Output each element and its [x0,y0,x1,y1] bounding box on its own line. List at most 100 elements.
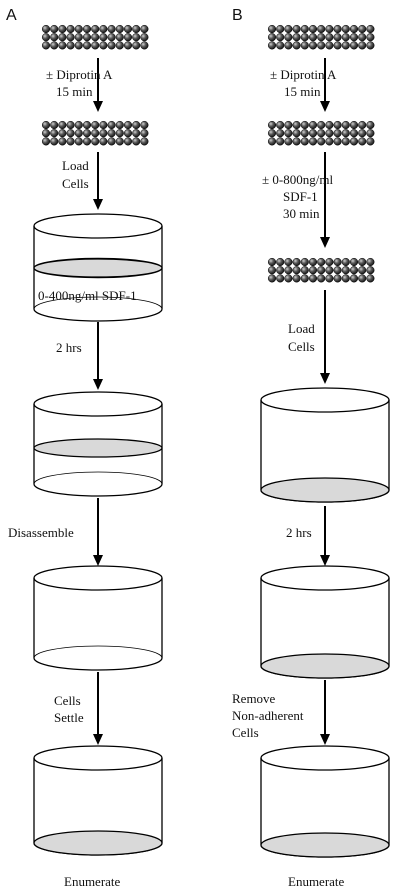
cell [284,266,293,275]
cell [123,24,133,34]
cell [300,274,309,283]
cell [50,41,59,50]
cell [276,24,285,34]
a-chamber-3 [33,565,163,671]
cell [325,24,334,34]
cell [91,41,100,50]
cell [74,41,83,50]
cell [276,33,285,42]
cell [66,137,75,146]
cell [74,120,83,130]
cell [308,33,318,42]
cell [66,24,75,34]
cell [349,41,359,50]
cell [140,24,149,34]
cell [284,274,293,283]
a-arrow-1 [93,58,103,112]
cell [366,257,375,267]
cell [341,137,350,146]
cell [308,120,318,130]
cell [317,129,326,138]
b-arrow-5 [320,680,330,745]
cell [132,129,141,138]
cell [267,129,277,138]
b-sdf-label: SDF-1 [283,189,318,204]
cell [317,120,326,130]
cell [91,129,100,138]
cell [58,120,67,130]
cup-rim [260,387,390,413]
cell [267,33,277,42]
cell [358,129,367,138]
cell [358,257,367,267]
cell [292,24,301,34]
cell [140,41,149,50]
cell [317,266,326,275]
cell [292,120,301,130]
b-cells-label: Cells [288,339,315,354]
cell [341,41,350,50]
cup-bottom-back [33,296,163,310]
cell [74,129,83,138]
a-enumerate-label: Enumerate [64,874,121,889]
cell [41,41,51,50]
b-load-label: Load [288,321,315,336]
arrow-head [320,373,330,384]
cell [366,33,375,42]
cell [107,129,116,138]
cell [140,120,149,130]
cup-wall [33,578,163,671]
cup-bottom-membrane [260,832,390,858]
cell [366,24,375,34]
cell [140,137,149,146]
cell [99,137,108,146]
b-chamber-2 [260,565,390,679]
cell [308,257,318,267]
cell [58,33,67,42]
arrow-head [93,379,103,390]
cell [140,33,149,42]
a-chamber-1-membrane [33,258,163,278]
a-arrow-4 [93,498,103,566]
arrow-head [320,101,330,112]
cell [358,266,367,275]
cell [123,120,133,130]
cell [82,33,92,42]
cell [58,41,67,50]
cell [132,24,141,34]
cell [115,41,124,50]
b-cell-sheet-1 [267,24,375,50]
cell [292,137,301,146]
cell [333,274,342,283]
arrow-head [93,101,103,112]
cell [123,41,133,50]
cell [284,33,293,42]
cup-rim [33,745,163,771]
arrow-head [320,734,330,745]
b-enumerate-label: Enumerate [288,874,345,889]
cup-bottom-back [33,471,163,485]
b-diprotin-label: ± Diprotin A [270,67,337,82]
cell [349,266,359,275]
cell [58,129,67,138]
a-load-label: Load [62,158,89,173]
b-30min-label: 30 min [283,206,320,221]
b-cell-sheet-3 [267,257,375,283]
cell [349,33,359,42]
cell [333,33,342,42]
cell [99,33,108,42]
cell [300,257,309,267]
cell [366,274,375,283]
cell [115,137,124,146]
cell [284,129,293,138]
cell [358,274,367,283]
arrow-head [320,555,330,566]
cell [74,137,83,146]
cell [107,120,116,130]
cell [41,24,51,34]
cell [341,24,350,34]
cell [41,137,51,146]
cell [325,266,334,275]
cell [317,257,326,267]
cell [107,33,116,42]
